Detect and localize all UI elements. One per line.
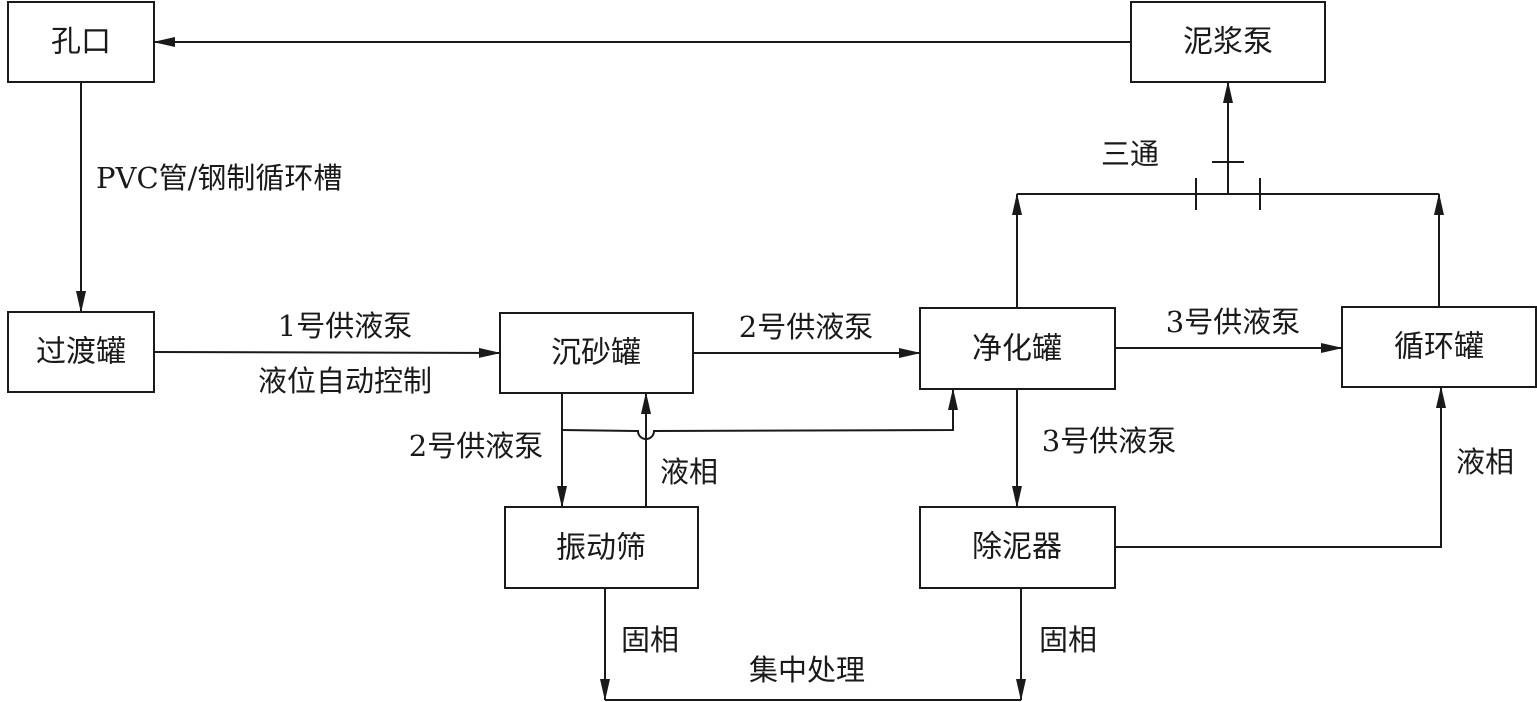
label-liquid-right: 液相 (1456, 445, 1514, 479)
label-central: 集中处理 (749, 653, 865, 687)
label-pump3-top: 3号供液泵 (1166, 305, 1300, 339)
label-pump1: 1号供液泵 (278, 309, 412, 343)
label-tee: 三通 (1101, 137, 1159, 171)
node-guodu-label: 过渡罐 (36, 335, 126, 370)
label-pvc: PVC管/钢制循环槽 (96, 161, 342, 195)
node-jinghua-label: 净化罐 (972, 332, 1062, 367)
node-chuniqi: 除泥器 (919, 506, 1116, 589)
edge-bypass-to-purify (561, 388, 958, 440)
node-nijiangbeng-label: 泥浆泵 (1183, 25, 1273, 60)
edge-transition-to-sand (153, 347, 501, 358)
node-kongkou-label: 孔口 (51, 25, 111, 60)
edge-desander-liquid-to-circ (1115, 386, 1446, 548)
label-pump2-left: 2号供液泵 (409, 429, 543, 463)
node-jinghua: 净化罐 (919, 307, 1116, 390)
label-level-control: 液位自动控制 (258, 364, 432, 398)
node-chensha: 沉砂罐 (499, 312, 694, 394)
label-solid-left: 固相 (621, 623, 679, 657)
label-pump3-down: 3号供液泵 (1042, 424, 1176, 458)
node-guodu: 过渡罐 (7, 311, 155, 393)
node-zhendongshai: 振动筛 (504, 506, 699, 589)
node-chensha-label: 沉砂罐 (551, 336, 641, 371)
node-xunhuan: 循环罐 (1341, 306, 1537, 388)
node-chuniqi-label: 除泥器 (972, 530, 1062, 565)
node-zhendongshai-label: 振动筛 (556, 531, 646, 566)
node-kongkou: 孔口 (7, 1, 155, 83)
label-liquid-left: 液相 (660, 455, 718, 489)
label-pump2-top: 2号供液泵 (739, 310, 873, 344)
node-nijiangbeng: 泥浆泵 (1130, 1, 1326, 83)
node-xunhuan-label: 循环罐 (1394, 330, 1484, 365)
label-solid-right: 固相 (1039, 623, 1097, 657)
